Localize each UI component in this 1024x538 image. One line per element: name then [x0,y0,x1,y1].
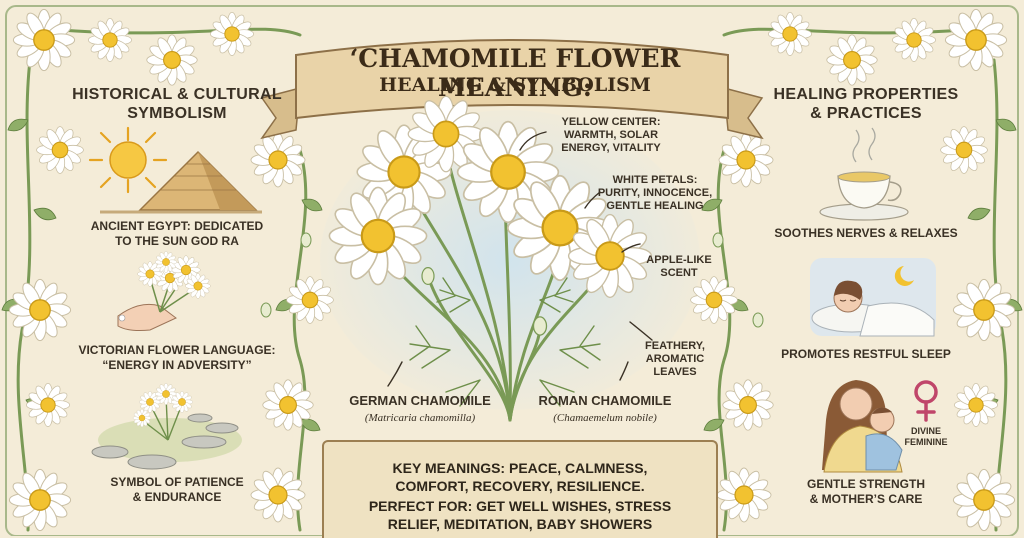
divine-feminine-line1: DIVINE [910,426,941,436]
egypt-caption-line1: ANCIENT EGYPT: DEDICATED [90,219,264,233]
perfect-for-line2: RELIEF, MEDITATION, BABY SHOWERS [387,516,653,532]
left-heading-line2: SYMBOLISM [127,105,227,122]
key-meanings-label: KEY MEANINGS: [392,460,506,476]
patience-caption-line1: SYMBOL OF PATIENCE [110,475,244,489]
apple-scent-note-2: SCENT [660,267,698,279]
bouquet-icon [117,250,211,331]
yellow-center-note-1: YELLOW CENTER: [561,116,661,128]
title-banner [260,39,764,140]
roman-chamomile-latin: (Chamaemelum nobile) [553,412,657,424]
key-meanings-line2: COMFORT, RECOVERY, RESILIENCE. [395,478,645,494]
divine-feminine-line2: FEMININE [904,437,948,447]
female-symbol-icon [914,380,938,422]
stepping-stones-icon [91,382,242,470]
page-title-line2: HEALING & SYMBOLISM [379,74,651,96]
perfect-for-label: PERFECT FOR: [368,498,473,514]
white-petals-note-2: PURITY, INNOCENCE, [597,187,713,199]
right-heading-line1: HEALING PROPERTIES [773,86,959,103]
feathery-leaves-note-1: FEATHERY, [645,340,705,352]
perfect-for-text1: GET WELL WISHES, STRESS [476,498,672,514]
apple-scent-note-1: APPLE-LIKE [646,254,712,266]
perfect-for-line1: PERFECT FOR: GET WELL WISHES, STRESS [324,498,716,514]
german-chamomile-latin: (Matricaria chamomilla) [364,412,476,424]
feathery-leaves-note-3: LEAVES [653,366,697,378]
key-meanings-text1: PEACE, CALMNESS, [508,460,648,476]
yellow-center-note-3: ENERGY, VITALITY [561,142,661,154]
victorian-caption-line1: VICTORIAN FLOWER LANGUAGE: [78,343,276,357]
key-meanings-line1: KEY MEANINGS: PEACE, CALMNESS, [324,460,716,476]
soothes-caption: SOOTHES NERVES & RELAXES [774,226,958,240]
victorian-caption-line2: “ENERGY IN ADVERSITY” [102,358,252,372]
sleep-caption: PROMOTES RESTFUL SLEEP [781,347,951,361]
feathery-leaves-note-2: AROMATIC [645,353,705,365]
german-chamomile-label: GERMAN CHAMOMILE [349,393,491,408]
key-meanings-box: KEY MEANINGS: PEACE, CALMNESS, COMFORT, … [322,440,718,538]
white-petals-note-1: WHITE PETALS: [612,174,698,186]
right-heading-line2: & PRACTICES [810,105,922,122]
yellow-center-note-2: WARMTH, SOLAR [563,129,659,141]
sun-icon [88,126,168,194]
mother-child-icon [822,380,903,473]
left-heading-line1: HISTORICAL & CULTURAL [72,86,282,103]
tea-cup-icon [819,127,909,221]
strength-caption-line1: GENTLE STRENGTH [806,477,925,491]
pyramid-icon [100,150,262,214]
strength-caption-line2: & MOTHER’S CARE [809,492,923,506]
egypt-caption-line2: TO THE SUN GOD RA [115,234,239,248]
roman-chamomile-label: ROMAN CHAMOMILE [538,393,672,408]
page-title-line1: ‘CHAMOMILE FLOWER MEANING: [349,44,681,102]
patience-caption-line2: & ENDURANCE [132,490,222,504]
white-petals-note-3: GENTLE HEALING [606,200,704,212]
sleeping-woman-icon [810,258,936,337]
